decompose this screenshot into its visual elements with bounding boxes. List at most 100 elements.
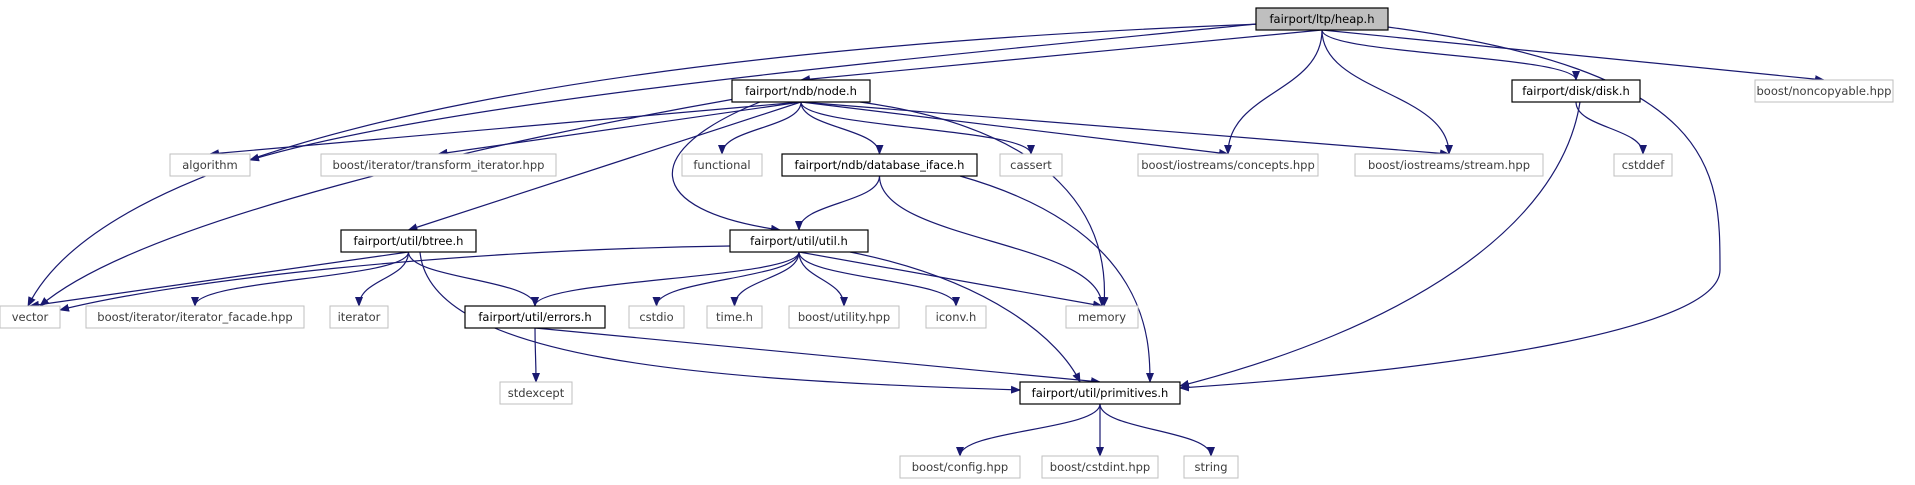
edge-heap-to-algorithm — [249, 23, 1257, 162]
node-box-functional — [681, 153, 763, 177]
node-label-transform_iterator: boost/iterator/transform_iterator.hpp — [333, 158, 545, 172]
node-label-config: boost/config.hpp — [912, 460, 1008, 474]
node-box-disk — [1511, 79, 1641, 103]
node-label-cstdio: cstdio — [639, 310, 673, 324]
node-label-functional: functional — [693, 158, 750, 172]
node-algorithm[interactable]: algorithm — [169, 153, 251, 177]
edge-btree-to-iterator_facade — [191, 251, 410, 307]
node-box-iterator — [329, 305, 389, 329]
node-concepts[interactable]: boost/iostreams/concepts.hpp — [1137, 153, 1319, 177]
node-label-btree: fairport/util/btree.h — [354, 234, 464, 248]
edge-btree-to-primitives — [419, 251, 1021, 394]
edge-util-to-vector — [59, 245, 731, 312]
node-box-noncopyable — [1754, 79, 1894, 103]
node-primitives[interactable]: fairport/util/primitives.h — [1019, 381, 1181, 405]
edge-heap-to-noncopyable — [1321, 29, 1825, 84]
node-box-vector — [0, 305, 61, 329]
edge-util-to-errors — [531, 251, 800, 307]
node-errors[interactable]: fairport/util/errors.h — [464, 305, 606, 329]
node-functional[interactable]: functional — [681, 153, 763, 177]
edge-disk-to-cstddef — [1575, 101, 1647, 155]
edge-errors-to-primitives — [534, 327, 1101, 386]
edge-node-to-database_iface — [800, 101, 884, 155]
node-label-cstdint: boost/cstdint.hpp — [1050, 460, 1150, 474]
edge-util-to-memory — [798, 251, 1103, 309]
node-label-cassert: cassert — [1010, 158, 1052, 172]
node-box-cstdio — [628, 305, 685, 329]
edge-heap-to-stream — [1321, 29, 1453, 155]
node-label-time: time.h — [716, 310, 753, 324]
node-label-cstddef: cstddef — [1622, 158, 1665, 172]
node-util[interactable]: fairport/util/util.h — [729, 229, 869, 253]
node-transform_iterator[interactable]: boost/iterator/transform_iterator.hpp — [320, 153, 557, 177]
node-box-string — [1183, 455, 1239, 479]
node-label-iterator_facade: boost/iterator/iterator_facade.hpp — [97, 310, 292, 324]
edge-util-to-cstdio — [652, 251, 800, 307]
node-box-config — [899, 455, 1021, 479]
node-box-stdexcept — [499, 381, 573, 405]
node-label-memory: memory — [1078, 310, 1126, 324]
node-config[interactable]: boost/config.hpp — [899, 455, 1021, 479]
node-box-transform_iterator — [320, 153, 557, 177]
node-stdexcept[interactable]: stdexcept — [499, 381, 573, 405]
node-vector[interactable]: vector — [0, 305, 61, 329]
node-noncopyable[interactable]: boost/noncopyable.hpp — [1754, 79, 1894, 103]
edge-database_iface-to-memory — [878, 175, 1106, 307]
node-box-database_iface — [781, 153, 978, 177]
node-box-utility — [788, 305, 900, 329]
node-cstdio[interactable]: cstdio — [628, 305, 685, 329]
edge-heap-to-disk — [1321, 29, 1580, 81]
node-database_iface[interactable]: fairport/ndb/database_iface.h — [781, 153, 978, 177]
node-btree[interactable]: fairport/util/btree.h — [340, 229, 477, 253]
node-label-string: string — [1194, 460, 1227, 474]
edge-node-to-cassert — [800, 101, 1035, 155]
node-disk[interactable]: fairport/disk/disk.h — [1511, 79, 1641, 103]
node-utility[interactable]: boost/utility.hpp — [788, 305, 900, 329]
edge-node-to-functional — [718, 101, 802, 155]
node-memory[interactable]: memory — [1065, 305, 1139, 329]
edge-node-to-algorithm — [209, 101, 802, 158]
node-cstddef[interactable]: cstddef — [1613, 153, 1673, 177]
node-cassert[interactable]: cassert — [999, 153, 1063, 177]
node-label-concepts: boost/iostreams/concepts.hpp — [1141, 158, 1315, 172]
node-box-heap — [1255, 7, 1389, 31]
node-box-stream — [1354, 153, 1544, 177]
file-nodes: fairport/ltp/heap.h fairport/ndb/node.h fa… — [0, 7, 1894, 479]
node-box-cassert — [999, 153, 1063, 177]
node-time[interactable]: time.h — [706, 305, 763, 329]
node-iconv[interactable]: iconv.h — [925, 305, 987, 329]
node-iterator[interactable]: iterator — [329, 305, 389, 329]
node-label-primitives: fairport/util/primitives.h — [1032, 386, 1169, 400]
node-label-iconv: iconv.h — [936, 310, 977, 324]
edge-node-to-btree — [407, 101, 802, 232]
dependency-edges — [27, 23, 1825, 457]
node-label-stream: boost/iostreams/stream.hpp — [1368, 158, 1530, 172]
node-label-heap: fairport/ltp/heap.h — [1270, 12, 1375, 26]
node-box-time — [706, 305, 763, 329]
edge-node-to-memory — [859, 101, 1109, 307]
node-label-database_iface: fairport/ndb/database_iface.h — [795, 158, 965, 172]
node-iterator_facade[interactable]: boost/iterator/iterator_facade.hpp — [85, 305, 305, 329]
node-node[interactable]: fairport/ndb/node.h — [731, 79, 871, 103]
node-cstdint[interactable]: boost/cstdint.hpp — [1041, 455, 1159, 479]
node-box-btree — [340, 229, 477, 253]
node-label-node: fairport/ndb/node.h — [745, 84, 857, 98]
edge-errors-to-stdexcept — [531, 327, 540, 383]
edge-primitives-to-string — [1099, 403, 1215, 457]
edge-node-to-vector — [39, 97, 741, 307]
edge-node-to-concepts — [800, 101, 1229, 157]
node-box-concepts — [1137, 153, 1319, 177]
edge-util-to-time — [730, 251, 800, 307]
edge-disk-to-primitives — [1179, 101, 1581, 388]
node-heap[interactable]: fairport/ltp/heap.h — [1255, 7, 1389, 31]
node-box-memory — [1065, 305, 1139, 329]
node-stream[interactable]: boost/iostreams/stream.hpp — [1354, 153, 1544, 177]
edge-database_iface-to-primitives — [959, 175, 1154, 383]
edge-btree-to-vector — [29, 251, 409, 309]
edge-node-to-stream — [800, 101, 1450, 158]
node-box-errors — [464, 305, 606, 329]
node-box-primitives — [1019, 381, 1181, 405]
node-string[interactable]: string — [1183, 455, 1239, 479]
node-label-vector: vector — [12, 310, 49, 324]
